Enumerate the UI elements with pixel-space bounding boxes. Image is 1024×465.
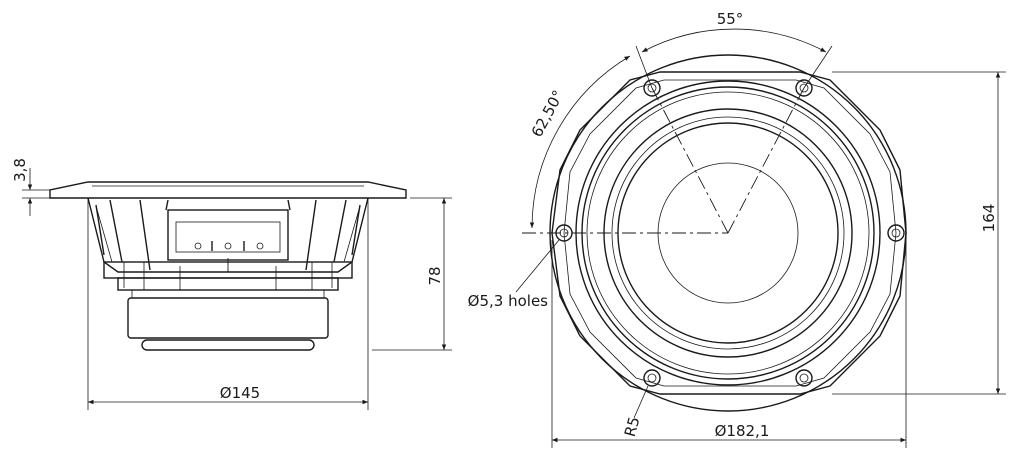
- height-label: 78: [426, 266, 444, 285]
- side-flange: [49, 181, 407, 199]
- flat-height-label: 164: [980, 204, 998, 233]
- flange-thickness-label: 3,8: [11, 158, 29, 182]
- front-view: [522, 54, 907, 412]
- front-dimensions: 55° 62,50° Ø5,3 holes R5 Ø182,1 164: [468, 10, 1006, 448]
- hole-angle-left-label: 62,50°: [528, 87, 568, 140]
- side-magnet: [127, 297, 329, 339]
- hole-angle-top-label: 55°: [717, 10, 744, 28]
- body-diameter-label: Ø145: [220, 384, 260, 402]
- corner-radius-label: R5: [621, 415, 644, 439]
- mounting-holes-label: Ø5,3 holes: [468, 292, 549, 310]
- vent-holes: [194, 241, 264, 251]
- outer-diameter-label: Ø182,1: [715, 422, 770, 440]
- side-dimensions: 3,8 78 Ø145: [11, 158, 452, 410]
- side-view: [49, 181, 407, 351]
